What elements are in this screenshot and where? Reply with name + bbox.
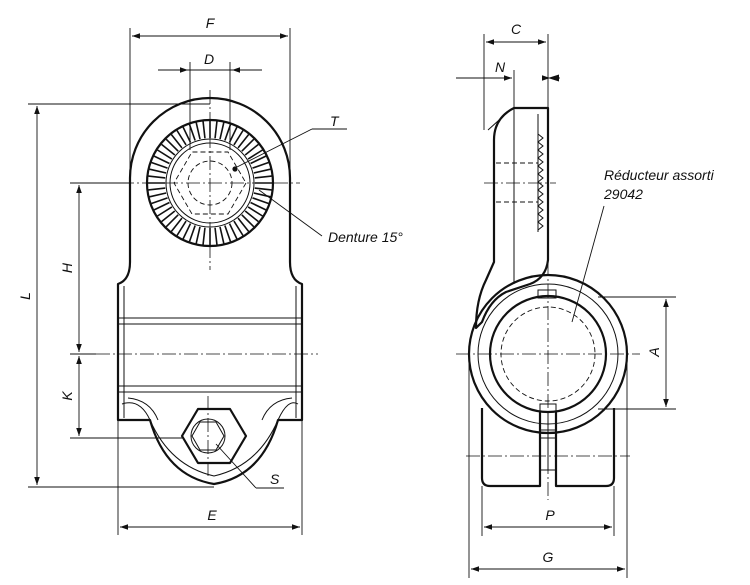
serration-tooth	[195, 226, 201, 244]
serration-tooth	[148, 187, 166, 191]
serration-tooth	[219, 122, 225, 140]
serration-tooth	[254, 175, 272, 179]
serration-tooth	[241, 214, 255, 228]
serration-tooth	[214, 227, 218, 245]
serration-tooth	[247, 206, 263, 217]
serration-tooth	[228, 126, 238, 143]
serration-tooth	[253, 168, 271, 174]
front-view	[96, 90, 318, 486]
serration-tooth	[233, 220, 244, 236]
dim-H: H	[59, 262, 75, 273]
serration-tooth	[153, 201, 170, 211]
dim-A: A	[646, 347, 662, 357]
serration-tooth	[182, 126, 192, 143]
center-dot	[232, 166, 238, 172]
label-T: T	[330, 113, 340, 129]
serration-tooth	[224, 124, 232, 141]
serration-tooth	[176, 130, 187, 146]
serration-tooth	[165, 214, 179, 228]
serration-tooth	[151, 161, 168, 169]
serration-tooth	[157, 206, 173, 217]
label-S: S	[270, 471, 280, 487]
serration-tooth	[244, 143, 259, 156]
serration-tooth	[252, 161, 269, 169]
side-serration	[537, 133, 544, 231]
screw-hex-nut	[180, 407, 248, 465]
serration-tooth	[252, 197, 269, 205]
serration-tooth	[250, 155, 267, 165]
serration-tooth	[214, 121, 218, 139]
dim-L: L	[17, 292, 33, 300]
serration-tooth	[182, 223, 192, 240]
serration-tooth	[149, 168, 167, 174]
serration-tooth	[195, 122, 201, 140]
front-body-outline	[116, 96, 304, 486]
serration-tooth	[170, 217, 183, 232]
serration-tooth	[237, 217, 250, 232]
serration-disc	[148, 121, 272, 245]
dim-F: F	[206, 15, 216, 31]
dim-E: E	[207, 507, 217, 523]
serration-tooth	[188, 225, 196, 242]
serration-tooth	[161, 210, 176, 223]
serration-tooth	[237, 134, 250, 149]
serration-tooth	[241, 138, 255, 152]
serration-tooth	[151, 197, 168, 205]
dim-D: D	[204, 51, 214, 67]
dim-G: G	[543, 549, 554, 565]
label-reducteur-line1: Réducteur assorti	[604, 167, 715, 183]
serration-tooth	[202, 121, 206, 139]
serration-tooth	[176, 220, 187, 236]
serration-tooth	[165, 138, 179, 152]
serration-tooth	[157, 149, 173, 160]
serration-tooth	[148, 175, 166, 179]
serration-tooth	[233, 130, 244, 146]
dim-P: P	[545, 507, 555, 523]
dim-N: N	[495, 59, 506, 75]
serration-tooth	[149, 192, 167, 198]
side-arm-outline	[474, 106, 550, 330]
serration-tooth	[219, 226, 225, 244]
dim-K: K	[59, 391, 75, 401]
serration-tooth	[153, 155, 170, 165]
serration-tooth	[161, 143, 176, 156]
label-denture: Denture 15°	[328, 229, 403, 245]
clamp-lower-cut	[121, 402, 299, 477]
label-reducteur-line2: 29042	[603, 186, 643, 202]
serration-tooth	[228, 223, 238, 240]
side-dimensions: C N Réducteur assorti 29042 A P G	[456, 21, 715, 578]
serration-tooth	[244, 210, 259, 223]
serration-tooth	[188, 124, 196, 141]
serration-tooth	[250, 201, 267, 211]
serration-tooth	[224, 225, 232, 242]
front-dimensions: F D T Denture 15° L H K S	[17, 15, 403, 535]
serration-tooth	[202, 227, 206, 245]
serration-tooth	[254, 187, 272, 191]
serration-tooth	[170, 134, 183, 149]
dim-C: C	[511, 21, 522, 37]
side-lower-legs	[480, 408, 616, 488]
serration-tooth	[247, 149, 263, 160]
